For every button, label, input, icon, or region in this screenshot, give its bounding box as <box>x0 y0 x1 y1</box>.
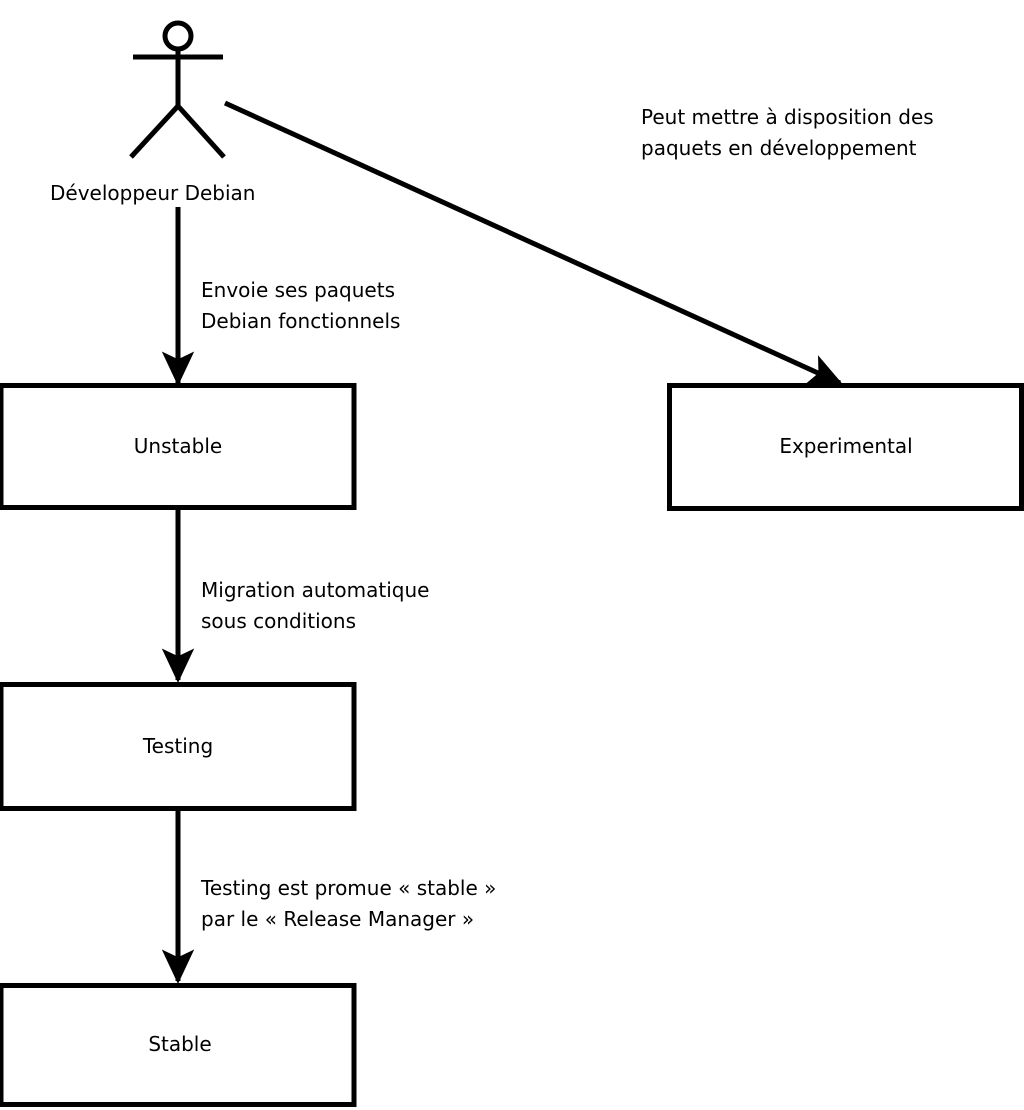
node-stable-box[interactable] <box>0 983 357 1107</box>
node-unstable-label: Unstable <box>134 434 222 458</box>
edge-testing-to-stable-label-line2: par le « Release Manager » <box>201 907 474 931</box>
actor-left-leg-line <box>129 104 180 159</box>
edge-dev-to-experimental-arrow <box>223 100 843 386</box>
edge-dev-to-experimental-label-line2: paquets en développement <box>641 136 917 160</box>
actor-right-leg-line <box>176 104 226 159</box>
node-unstable[interactable]: Unstable <box>0 383 357 510</box>
node-experimental[interactable]: Experimental <box>667 383 1024 511</box>
node-experimental-box[interactable] <box>667 383 1024 511</box>
node-stable[interactable]: Stable <box>0 983 357 1107</box>
node-unstable-box[interactable] <box>0 383 357 510</box>
node-testing[interactable]: Testing <box>0 682 357 811</box>
edge-dev-to-experimental-label-line1: Peut mettre à disposition des <box>641 105 934 129</box>
edge-dev-to-unstable-label-line1: Envoie ses paquets <box>201 278 395 302</box>
edge-unstable-to-testing-label-line2: sous conditions <box>201 609 356 633</box>
node-testing-label: Testing <box>142 734 213 758</box>
node-stable-label: Stable <box>148 1032 211 1056</box>
edge-dev-to-unstable-label-line2: Debian fonctionnels <box>201 309 400 333</box>
node-experimental-label: Experimental <box>779 434 912 458</box>
edge-unstable-to-testing-label-line1: Migration automatique <box>201 578 429 602</box>
actor-label: Développeur Debian <box>50 181 255 205</box>
actor-stick-figure <box>129 20 226 159</box>
node-testing-box[interactable] <box>0 682 357 811</box>
edge-testing-to-stable-label-line1: Testing est promue « stable » <box>200 876 496 900</box>
actor-head-icon <box>162 20 194 52</box>
